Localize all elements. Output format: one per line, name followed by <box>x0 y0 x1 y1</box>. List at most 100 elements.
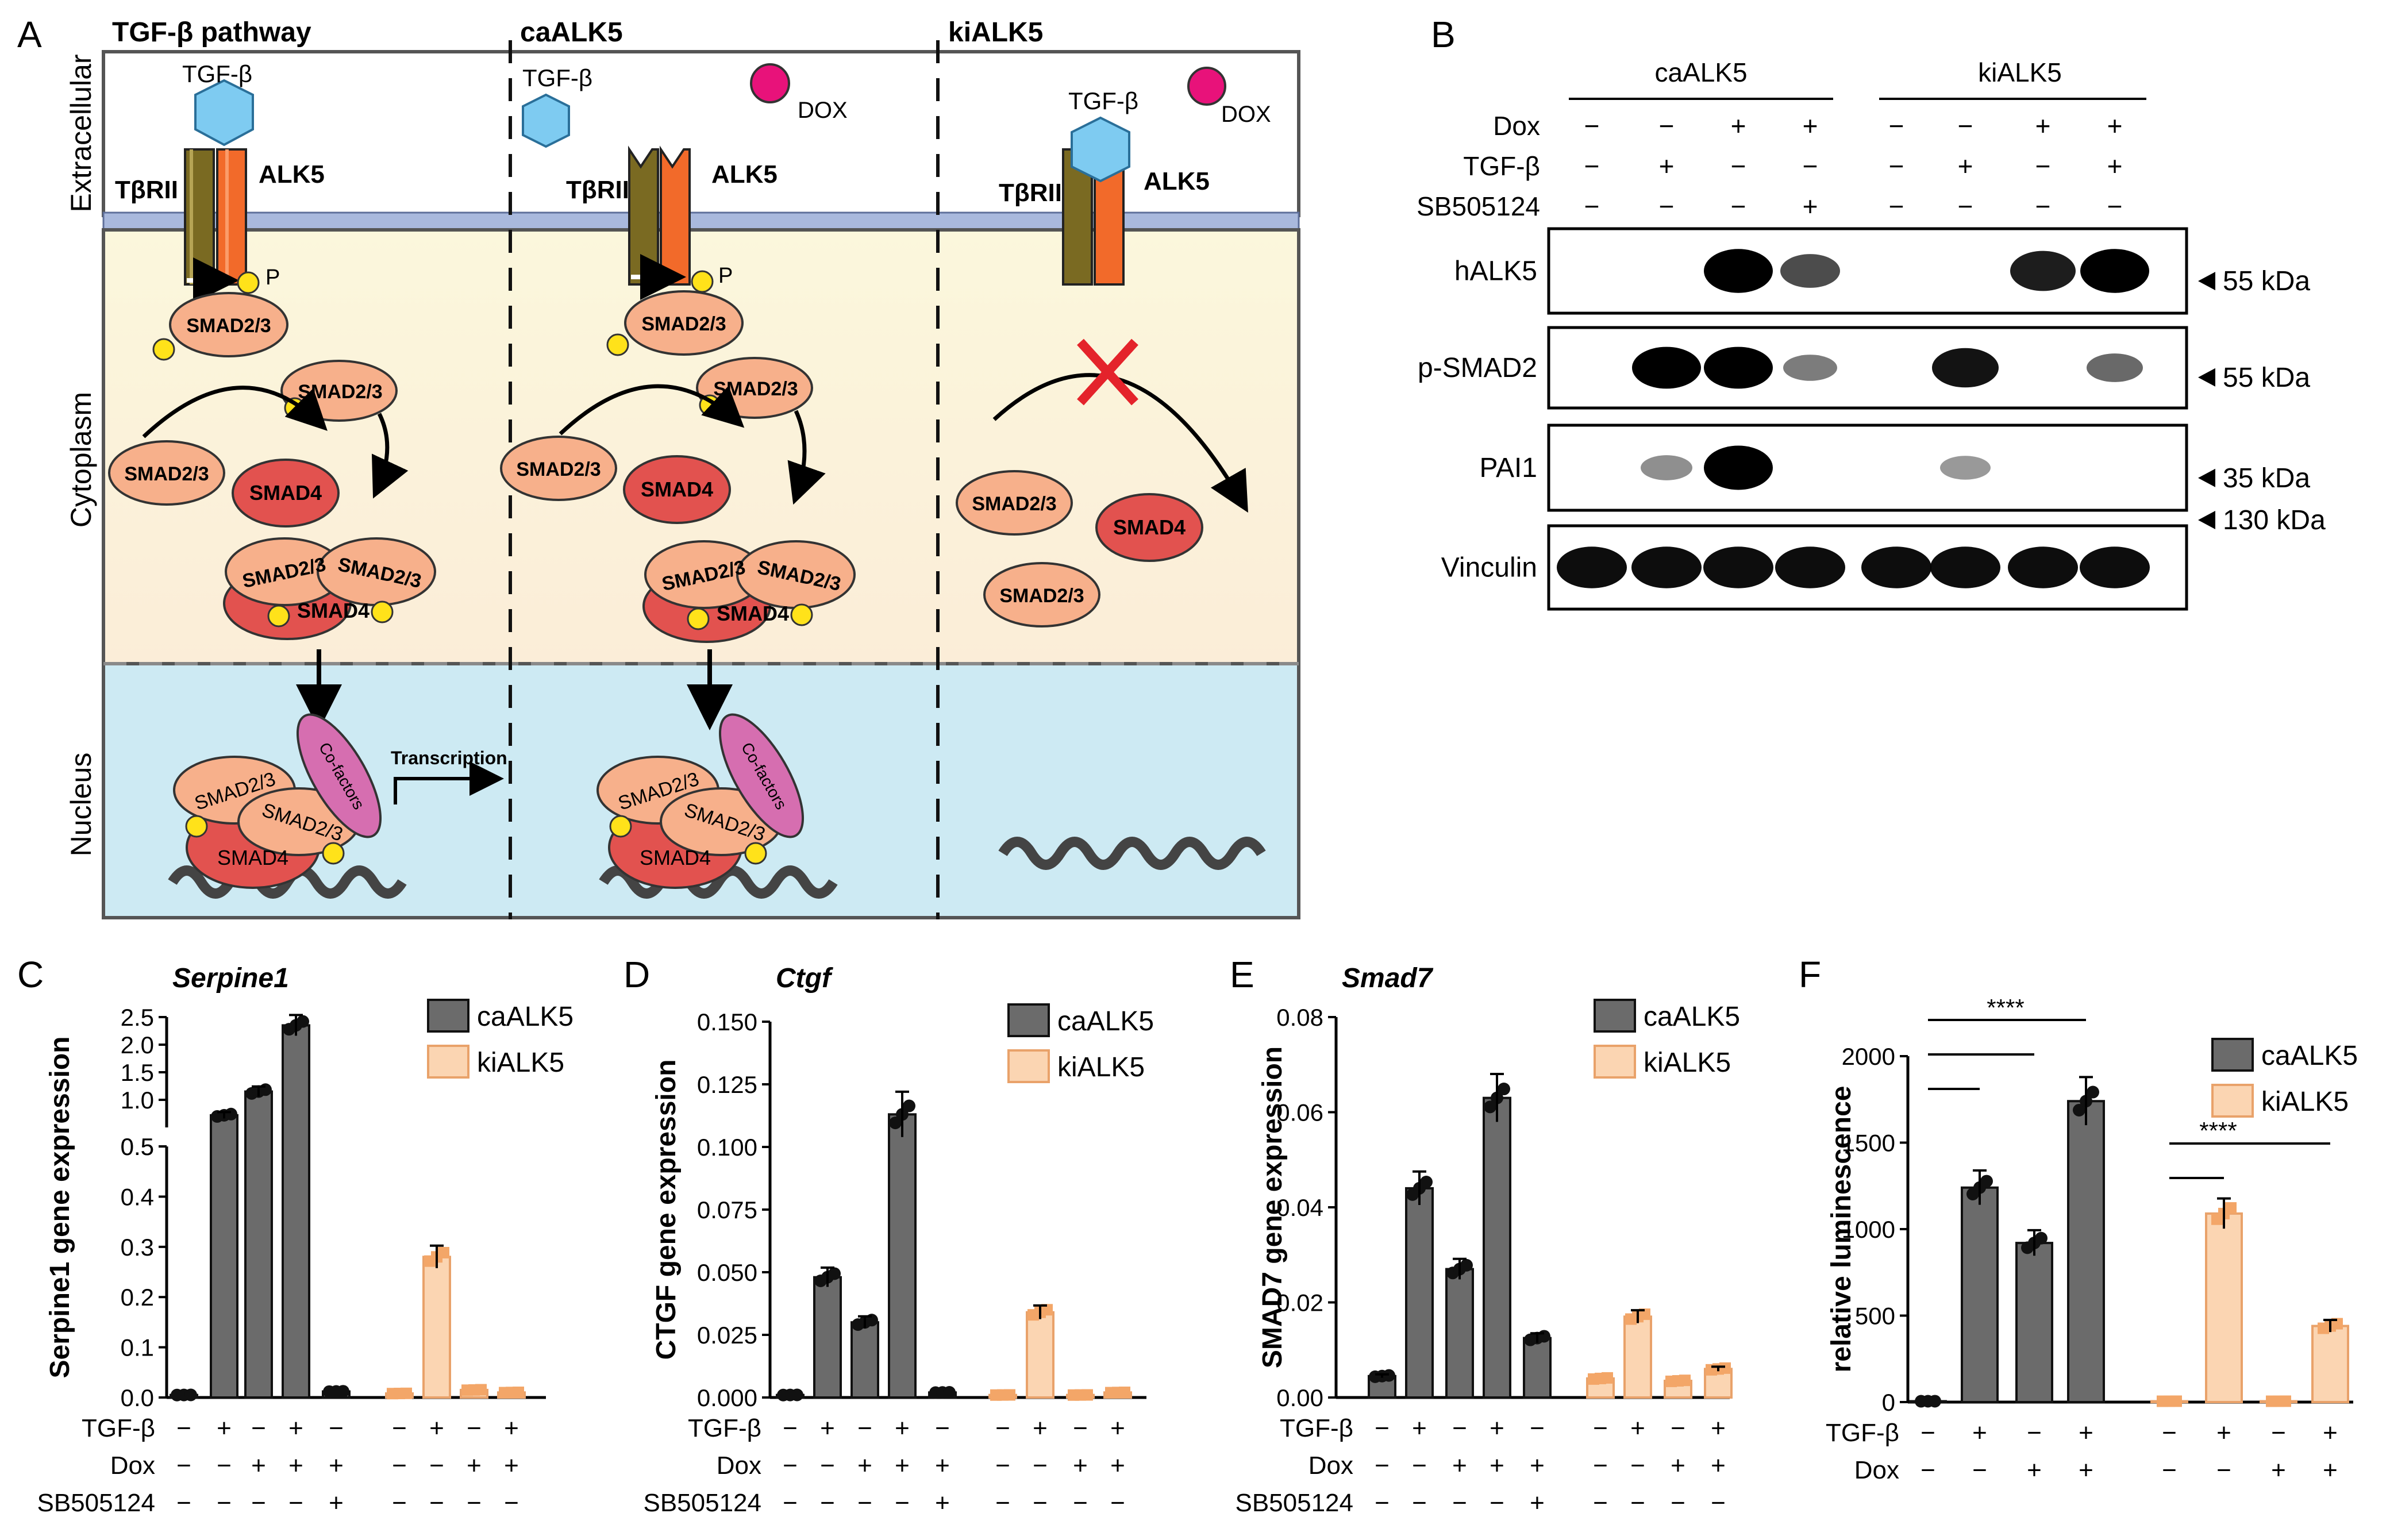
bar <box>210 1114 238 1399</box>
y-tick-label: 1.5 <box>121 1059 154 1086</box>
column-title-caalk5: caALK5 <box>520 17 623 48</box>
data-point <box>2035 1231 2048 1245</box>
condition-sign: + <box>1630 1414 1645 1442</box>
condition-sign: + <box>1530 1452 1545 1480</box>
legend-label-kialk5: kiALK5 <box>477 1048 564 1078</box>
condition-sign: − <box>176 1414 191 1442</box>
condition-sign: − <box>429 1452 444 1480</box>
y-tick-label: 0.000 <box>697 1384 757 1411</box>
condition-sign: + <box>1073 1452 1088 1480</box>
svg-text:SMAD4: SMAD4 <box>217 846 288 869</box>
condition-sign: + <box>251 1452 266 1480</box>
y-tick-label: 0.04 <box>1276 1194 1323 1221</box>
blot-band <box>1932 348 1999 388</box>
condition-label: Dox <box>110 1452 155 1480</box>
smad4 <box>1095 493 1203 562</box>
condition-sign: − <box>217 1489 232 1517</box>
bar <box>1623 1315 1652 1399</box>
y-tick-label: 0.025 <box>697 1322 757 1349</box>
smad23-label: SMAD2/3 <box>972 493 1056 515</box>
legend-swatch-kialk5 <box>1594 1045 1636 1079</box>
smad-complex: SMAD2/3 SMAD2/3 SMAD4 <box>223 537 436 640</box>
legend-swatch-kialk5 <box>1007 1049 1050 1083</box>
smad23-label: SMAD2/3 <box>516 459 601 480</box>
condition-sign: − <box>1671 1489 1685 1517</box>
panel-letter-b: B <box>1431 14 1456 55</box>
condition-sign: − <box>217 1452 232 1480</box>
tgfb-label: TGF-β <box>1068 87 1138 114</box>
condition-sign: − <box>1412 1489 1427 1517</box>
legend-label-caalk5: caALK5 <box>477 1002 574 1032</box>
condition-sign: + <box>1659 151 1675 181</box>
panel-letter: D <box>624 954 650 995</box>
bar <box>2015 1242 2053 1404</box>
condition-sign: + <box>2107 151 2123 181</box>
data-point <box>1082 1389 1093 1401</box>
y-tick-label: 0.5 <box>121 1133 154 1160</box>
phosphate-label: P <box>265 265 280 290</box>
translocation-arrow <box>142 386 328 438</box>
condition-sign: − <box>995 1414 1010 1442</box>
dox-label: DOX <box>798 98 848 123</box>
condition-sign: + <box>857 1452 872 1480</box>
data-point <box>1041 1304 1053 1316</box>
smad23 <box>500 436 617 501</box>
condition-sign: − <box>2035 151 2051 181</box>
y-tick-label: 2000 <box>1842 1043 1895 1070</box>
condition-label: Dox <box>1854 1456 1899 1484</box>
condition-sign: − <box>1375 1414 1390 1442</box>
tgfb-label: TGF-β <box>522 64 592 91</box>
condition-sign: − <box>392 1489 407 1517</box>
condition-sign: − <box>1530 1414 1545 1442</box>
condition-sign: + <box>2323 1456 2338 1484</box>
condition-sign: − <box>2035 191 2051 221</box>
condition-sign: − <box>2162 1419 2177 1447</box>
compartment-label-cytoplasm: Cytoplasm <box>65 392 97 528</box>
blot-band <box>1631 546 1702 588</box>
blot-band <box>2010 251 2076 291</box>
data-point <box>1460 1258 1473 1272</box>
data-point <box>184 1388 197 1402</box>
y-tick-label: 0.06 <box>1276 1099 1323 1126</box>
data-point <box>903 1099 915 1112</box>
blot-label: p-SMAD2 <box>1418 353 1537 383</box>
condition-sign: + <box>820 1414 835 1442</box>
blot-band <box>1940 456 1991 480</box>
condition-sign: − <box>1731 191 1746 221</box>
svg-text:SMAD4: SMAD4 <box>297 599 370 622</box>
smad23-label: SMAD2/3 <box>641 313 726 335</box>
legend-label-kialk5: kiALK5 <box>2261 1087 2349 1117</box>
dna <box>599 865 838 899</box>
compartment-label-extracellular: Extracellular <box>65 54 97 212</box>
condition-sign: + <box>935 1489 950 1517</box>
condition-sign: + <box>2027 1456 2042 1484</box>
data-point <box>828 1267 841 1280</box>
data-point <box>1719 1362 1731 1374</box>
y-tick-label: 500 <box>1855 1303 1895 1330</box>
transcription-label: Transcription <box>391 748 507 768</box>
y-tick-label: 1.0 <box>121 1087 154 1114</box>
bar <box>1961 1186 1999 1403</box>
legend-swatch-kialk5 <box>427 1045 469 1079</box>
blocked-arrow <box>992 373 1248 513</box>
condition-sign: − <box>1584 151 1600 181</box>
blot-band <box>1632 346 1701 389</box>
data-point <box>791 1388 803 1402</box>
data-point <box>1484 1100 1496 1114</box>
smad-complex: SMAD2/3 SMAD2/3 SMAD4 <box>642 540 856 643</box>
smad23-label: SMAD2/3 <box>999 585 1084 607</box>
condition-sign: + <box>1972 1419 1987 1447</box>
condition-label: TGF-β <box>688 1414 761 1442</box>
condition-sign: − <box>995 1489 1010 1517</box>
y-tick-label: 2.5 <box>121 1004 154 1031</box>
panel-letter-a: A <box>17 14 42 55</box>
blot-band <box>2087 353 2143 382</box>
phosphate-label: P <box>718 264 733 288</box>
y-tick-label: 0.1 <box>121 1334 154 1361</box>
data-point <box>1420 1175 1433 1188</box>
data-point <box>1980 1175 1993 1188</box>
data-point <box>2087 1085 2099 1099</box>
